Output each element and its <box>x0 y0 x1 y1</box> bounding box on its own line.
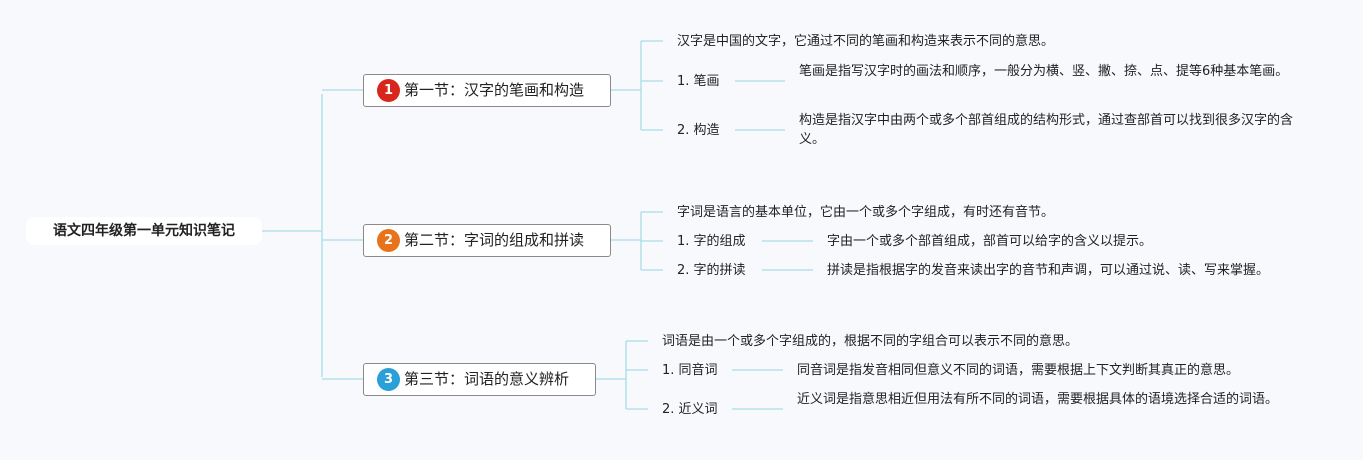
section-3-item-1-label[interactable]: 1. 同音词 <box>662 363 718 378</box>
section-2-item-2-detail[interactable]: 拼读是指根据字的发音来读出字的音节和声调，可以通过说、读、写来掌握。 <box>827 263 1270 278</box>
section-2-item-1-detail[interactable]: 字由一个或多个部首组成，部首可以给字的含义以提示。 <box>827 234 1153 249</box>
section-1-node[interactable]: 1 第一节：汉字的笔画和构造 <box>363 74 611 107</box>
section-3-title: 第三节：词语的意义辨析 <box>404 370 570 388</box>
section-1-number-badge: 1 <box>377 79 400 102</box>
section-3-node[interactable]: 3 第三节：词语的意义辨析 <box>363 363 596 396</box>
section-2-title: 第二节：字词的组成和拼读 <box>404 231 585 249</box>
root-topic[interactable]: 语文四年级第一单元知识笔记 <box>26 217 262 245</box>
section-2-node[interactable]: 2 第二节：字词的组成和拼读 <box>363 224 611 257</box>
section-1-item-1-label[interactable]: 1. 笔画 <box>677 74 720 89</box>
section-1-item-1-detail[interactable]: 笔画是指写汉字时的画法和顺序，一般分为横、竖、撇、捺、点、提等6种基本笔画。 <box>799 64 1289 79</box>
section-3-item-1-detail[interactable]: 同音词是指发音相同但意义不同的词语，需要根据上下文判断其真正的意思。 <box>797 363 1240 378</box>
section-1-item-2-label[interactable]: 2. 构造 <box>677 123 720 138</box>
section-1-item-2-detail[interactable]: 构造是指汉字中由两个或多个部首组成的结构形式，通过查部首可以找到很多汉字的含义。 <box>799 113 1294 147</box>
section-3-item-2-detail[interactable]: 近义词是指意思相近但用法有所不同的词语，需要根据具体的语境选择合适的词语。 <box>797 392 1279 407</box>
section-1-title: 第一节：汉字的笔画和构造 <box>404 81 585 99</box>
section-1-intro[interactable]: 汉字是中国的文字，它通过不同的笔画和构造来表示不同的意思。 <box>677 34 1055 49</box>
section-2-number-badge: 2 <box>377 229 400 252</box>
section-2-item-2-label[interactable]: 2. 字的拼读 <box>677 263 746 278</box>
section-3-number-badge: 3 <box>377 368 400 391</box>
section-2-item-1-label[interactable]: 1. 字的组成 <box>677 234 746 249</box>
section-3-intro[interactable]: 词语是由一个或多个字组成的，根据不同的字组合可以表示不同的意思。 <box>662 334 1079 349</box>
section-2-intro[interactable]: 字词是语言的基本单位，它由一个或多个字组成，有时还有音节。 <box>677 205 1055 220</box>
section-3-item-2-label[interactable]: 2. 近义词 <box>662 402 718 417</box>
